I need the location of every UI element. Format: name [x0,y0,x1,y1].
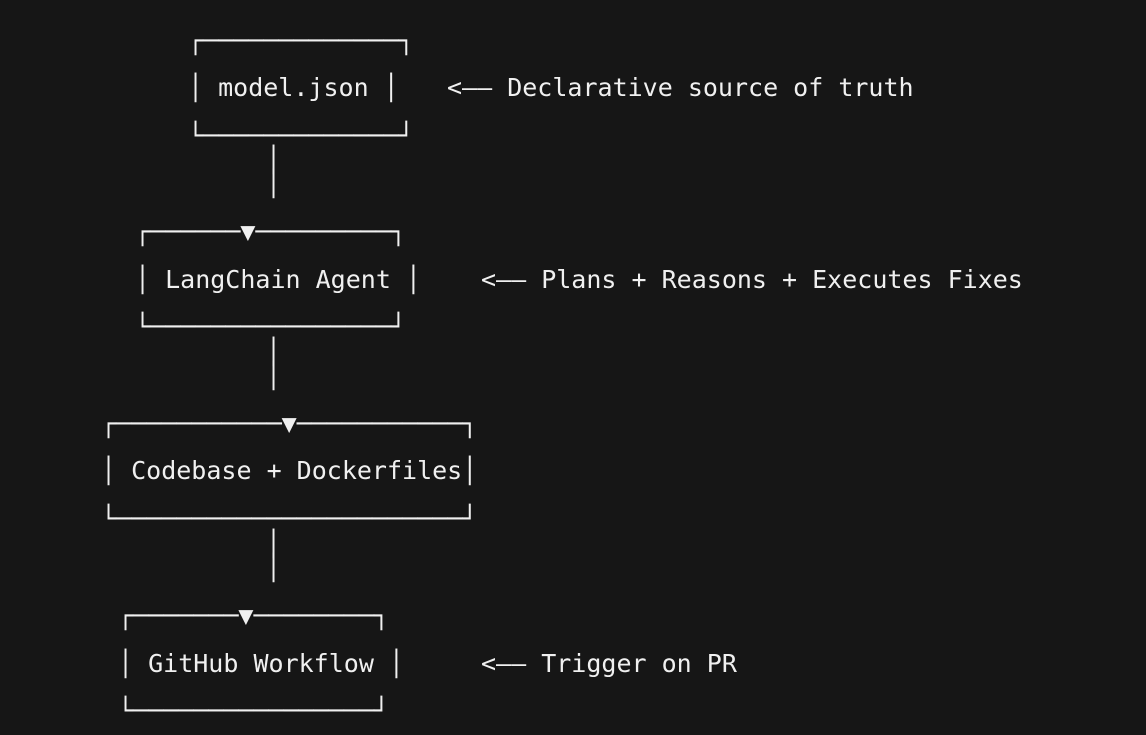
node-model-json-box-top: ┌─────────────┐ [188,26,414,55]
annotation-model-json: <—— Declarative source of truth [447,73,914,102]
node-github-workflow-box-middle: │ GitHub Workflow │ [118,649,404,678]
annotation-github-workflow: <—— Trigger on PR [481,649,737,678]
node-github-workflow-box-bottom: └────────────────┘ [118,696,389,725]
connector-agent-to-codebase-segment: │ [266,361,282,390]
connector-model-to-agent-segment: │ [266,169,282,198]
node-model-json-box-middle: │ model.json │ [188,73,399,102]
node-github-workflow-box-top: ┌───────▼────────┐ [118,601,389,630]
connector-codebase-to-workflow: │ [266,529,282,558]
annotation-langchain-agent: <—— Plans + Reasons + Executes Fixes [481,265,1023,294]
node-langchain-agent-box-bottom: └────────────────┘ [135,312,406,341]
node-codebase-dockerfiles-box-bottom: └───────────────────────┘ [101,504,478,533]
connector-codebase-to-workflow-segment: │ [266,553,282,582]
node-codebase-dockerfiles-box-top: ┌───────────▼───────────┐ [101,409,478,438]
node-model-json-box-bottom: └─────────────┘ [188,121,414,150]
node-langchain-agent-box-top: ┌──────▼─────────┐ [135,217,406,246]
connector-agent-to-codebase: │ [266,337,282,366]
node-langchain-agent-box-middle: │ LangChain Agent │ [135,265,421,294]
connector-model-to-agent: │ [266,145,282,174]
node-codebase-dockerfiles-box-middle: │ Codebase + Dockerfiles│ [101,456,478,485]
